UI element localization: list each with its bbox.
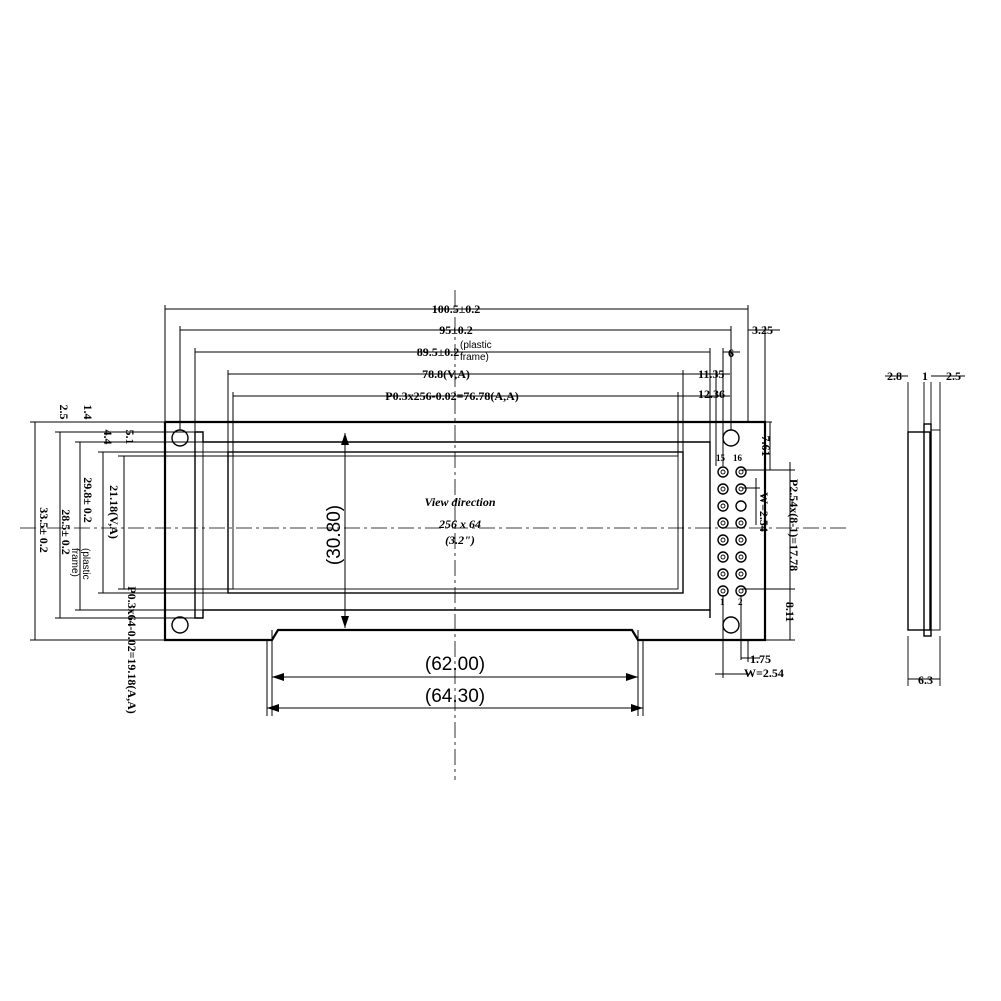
top-dimension-lines [165,308,780,397]
pin-pad [717,483,729,495]
pin-hole [738,469,744,475]
dim-29-8: 29.8± 0.2 [81,477,95,523]
bottom-dimension-lines [266,630,644,716]
dim-30-80-arrow-top [341,433,349,445]
top-dimension-extensions [164,305,766,466]
dim-64-arrow-left [267,704,279,712]
dim-pitch-17-78: P2.54x(8-1)=17.78 [787,479,801,571]
resolution-label: 256 x 64 [438,517,481,531]
dim-95: 95±0.2 [439,323,473,337]
pin-hole [738,537,744,543]
dim-78-8: 78.8(V,A) [422,367,470,381]
plastic-frame-note-1: (plastic [460,340,492,351]
dim-2-8: 2.8 [887,369,902,383]
dim-89-5: 89.5±0.2 [417,345,460,359]
pin-hole [720,571,726,577]
dim-62-arrow-left [272,673,284,681]
dim-64-30: (64.30) [425,686,485,707]
side-view [885,375,965,686]
pin-hole [720,520,726,526]
pin-hole [720,554,726,560]
pin-pad [735,551,747,563]
dim-33-5: 33.5± 0.2 [37,507,51,553]
dim-6-3: 6.3 [918,673,933,687]
pin-pad [735,483,747,495]
pin-label-2: 2 [738,597,743,607]
dim-62-arrow-right [626,673,638,681]
dim-1: 1 [922,369,928,383]
pin-pad [735,500,747,512]
pin-hole [720,537,726,543]
dim-30-80-arrow-bottom [341,616,349,628]
dim-100-5: 100.5±0.2 [432,302,481,316]
viewing-area [227,451,684,594]
pin-label-15: 15 [716,453,726,463]
pin-pad [735,568,747,580]
dim-2-5-side: 2.5 [946,369,961,383]
mounting-hole-bottom-right [722,616,740,634]
pin-pad [717,585,729,597]
display-size-label: (3.2") [445,533,475,547]
pin-pad [717,534,729,546]
pin-label-16: 16 [733,453,743,463]
dim-64-arrow-right [631,704,643,712]
pin-hole [738,571,744,577]
pin-pad [735,534,747,546]
dim-30-80: (30.80) [324,505,345,565]
pin-hole [720,503,726,509]
dim-76-78: P0.3x256-0.02=76.78(A,A) [385,389,519,403]
pin-pad [735,517,747,529]
pin-pad [717,517,729,529]
dim-7-61: 7.61 [759,436,773,457]
pin-hole [720,469,726,475]
pin-label-1: 1 [720,597,725,607]
pin-pad [717,568,729,580]
pin-header [717,466,747,597]
left-plastic-frame-note-2: frame) [69,548,80,577]
dim-5-1: 5.1 [123,430,137,445]
dim-21-18: 21.18(V,A) [107,485,121,539]
pin-hole [738,554,744,560]
dim-1-75: 1.75 [750,652,771,666]
dim-62-00: (62.00) [425,654,485,675]
left-plastic-frame-note-1: (plastic [80,548,91,580]
pin-pad [717,551,729,563]
view-direction-label: View direction [424,495,495,509]
dim-3-25: 3.25 [752,323,773,337]
pin-hole [720,588,726,594]
left-dimension-lines [30,421,233,641]
mounting-hole-bottom-left [171,616,189,634]
plastic-frame-note-2: frame) [460,352,489,363]
mounting-hole-top-right [722,429,740,447]
pin-hole [738,588,744,594]
right-dimension-lines [715,421,795,678]
dim-11-35: 11.35 [698,367,724,381]
pin-hole [738,486,744,492]
pcb-outline [163,420,767,642]
dim-1-4: 1.4 [81,405,95,420]
dim-w-2-54-bottom: W=2.54 [744,666,784,680]
active-area [232,455,679,590]
dim-12-36: 12.36 [698,387,725,401]
pin-hole [738,520,744,526]
pin-hole [720,486,726,492]
pin-pad [735,585,747,597]
dim-8-11: 8.11 [783,602,797,622]
dim-6: 6 [728,346,734,360]
dim-2-5: 2.5 [57,405,71,420]
dim-w-2-54-side: W=2.54 [757,492,771,532]
pin-pad [735,466,747,478]
dim-28-5: 28.5± 0.2 [59,509,73,555]
pin-pad [717,500,729,512]
dim-4-4: 4.4 [101,430,115,445]
dim-19-18: P0.3x64-0.02=19.18(A,A) [125,586,139,714]
pin-pad [717,466,729,478]
